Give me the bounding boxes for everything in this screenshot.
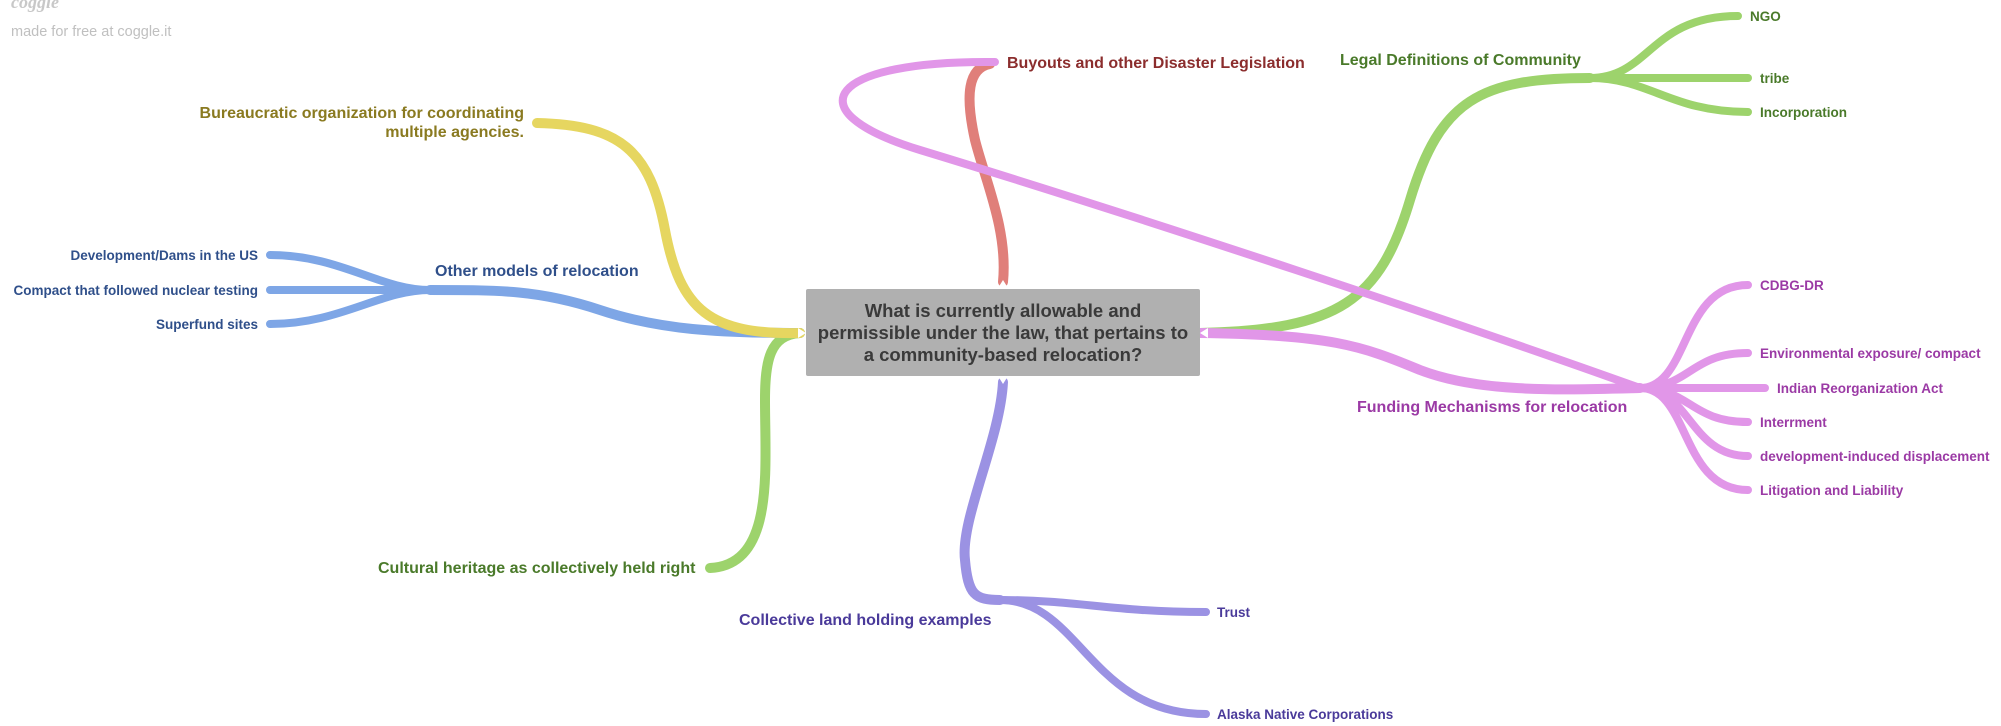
leaf-line-dams: [266, 251, 434, 294]
leaf-tribe[interactable]: tribe: [1760, 71, 1790, 86]
node-arrow: [798, 328, 806, 338]
branch-other-models[interactable]: Other models of relocation: [435, 263, 639, 280]
branch-collective-land-holding[interactable]: Collective land holding examples: [739, 612, 992, 629]
branch-legal-definitions[interactable]: Legal Definitions of Community: [1340, 52, 1581, 69]
leaf-line-trust: [996, 596, 1210, 616]
leaf-development-dams[interactable]: Development/Dams in the US: [70, 248, 258, 263]
leaf-superfund-sites[interactable]: Superfund sites: [155, 317, 258, 332]
leaf-ngo[interactable]: NGO: [1750, 9, 1781, 24]
branch-cultural-heritage[interactable]: Cultural heritage as collectively held r…: [378, 560, 696, 577]
central-topic[interactable]: What is currently allowable and permissi…: [806, 289, 1200, 376]
node-arrow: [1200, 328, 1208, 338]
branch-line-legal: [1195, 73, 1595, 338]
branch-funding-mechanisms[interactable]: Funding Mechanisms for relocation: [1357, 399, 1628, 416]
branch-buyouts[interactable]: Buyouts and other Disaster Legislation: [1007, 55, 1305, 72]
branch-line-buyouts: [964, 59, 1009, 287]
leaf-cdbg-dr[interactable]: CDBG-DR: [1760, 278, 1824, 293]
branch-line-funding-loop: [838, 57, 1644, 392]
branch-line-other: [425, 285, 805, 338]
branch-bureaucratic-organization[interactable]: Bureaucratic organization for coordinati…: [199, 105, 524, 141]
watermark-text: made for free at coggle.it: [11, 24, 172, 40]
branch-line-bureau: [532, 118, 805, 339]
leaf-line-litigation: [1636, 384, 1752, 494]
leaf-line-env: [1636, 349, 1752, 392]
branch-line-funding: [1195, 328, 1645, 395]
leaf-alaska-native-corporations[interactable]: Alaska Native Corporations: [1217, 707, 1394, 722]
leaf-indian-reorganization-act[interactable]: Indian Reorganization Act: [1777, 381, 1944, 396]
branch-line-cultural: [705, 328, 805, 573]
branch-line-collective: [959, 377, 1008, 605]
central-topic-text: What is currently allowable and permissi…: [817, 299, 1189, 365]
coggle-logo: coggle: [11, 0, 59, 12]
leaf-compact-nuclear-testing[interactable]: Compact that followed nuclear testing: [13, 283, 258, 298]
leaf-interrment[interactable]: Interrment: [1760, 415, 1827, 430]
leaf-line-ngo: [1586, 12, 1742, 82]
leaf-line-superfund: [266, 286, 434, 328]
leaf-development-induced-displacement[interactable]: development-induced displacement: [1760, 449, 1990, 464]
node-arrow: [998, 280, 1008, 288]
leaf-incorporation[interactable]: Incorporation: [1760, 105, 1847, 120]
leaf-litigation-and-liability[interactable]: Litigation and Liability: [1760, 483, 1904, 498]
leaf-environmental-exposure[interactable]: Environmental exposure/ compact: [1760, 346, 1981, 361]
node-arrow: [998, 376, 1008, 384]
leaf-line-incorporation: [1586, 74, 1752, 116]
leaf-line-anc: [996, 596, 1210, 718]
leaf-trust[interactable]: Trust: [1217, 605, 1251, 620]
